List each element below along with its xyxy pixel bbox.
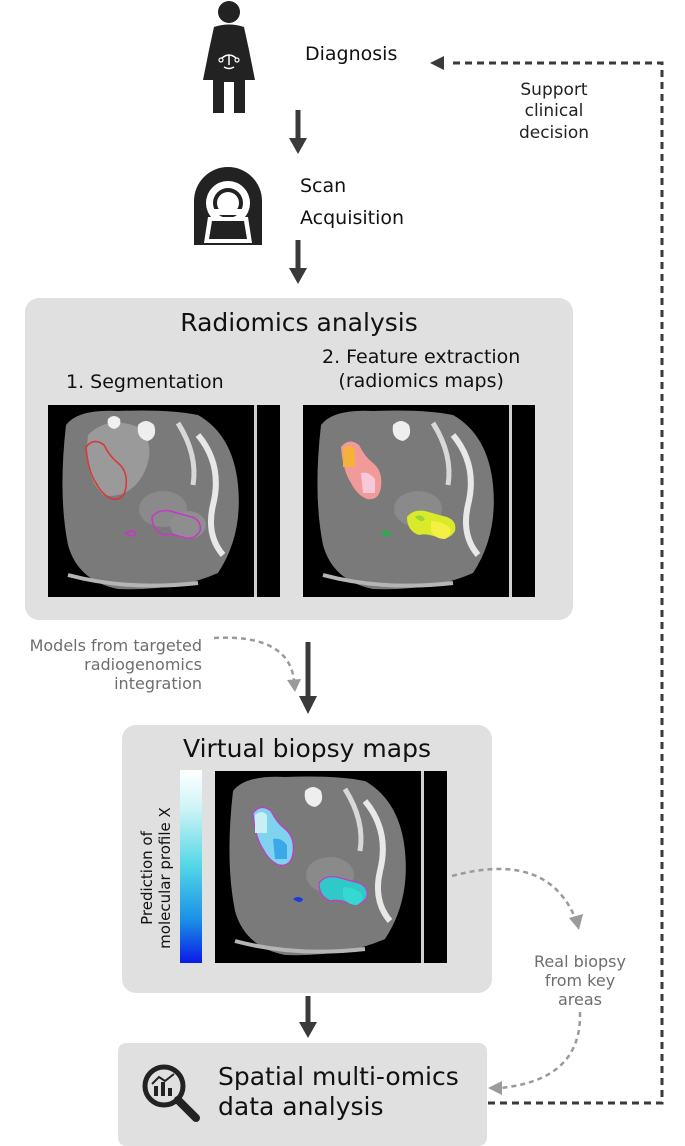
- omics-line1: Spatial multi-omics: [218, 1062, 459, 1091]
- diagnosis-label: Diagnosis: [305, 43, 398, 65]
- models-note-line3: integration: [114, 674, 202, 694]
- multi-omics-label: Spatial multi-omics data analysis: [218, 1062, 459, 1122]
- models-dashed-connector: [210, 630, 320, 700]
- support-line1: Support: [520, 80, 588, 100]
- real-biopsy-note: Real biopsy from key areas: [512, 952, 648, 1010]
- models-note-line2: radiogenomics: [84, 655, 202, 675]
- prediction-colorbar: [180, 770, 202, 963]
- support-note: Support clinical decision: [500, 80, 608, 144]
- colorbar-label-line2: molecular profile X: [156, 807, 175, 949]
- ct-scanner-icon: [190, 165, 266, 247]
- omics-line2: data analysis: [218, 1092, 384, 1121]
- scan-label-line1: Scan: [300, 175, 347, 197]
- feature-extraction-label: 2. Feature extraction (radiomics maps): [322, 346, 520, 394]
- scan-label-line2: Acquisition: [300, 207, 405, 230]
- models-note-line1: Models from targeted: [29, 636, 202, 655]
- down-arrow-icon: [298, 996, 318, 1040]
- real-biopsy-line1: Real biopsy: [534, 952, 626, 971]
- down-arrow-icon: [298, 642, 318, 716]
- real-biopsy-line2: from key: [544, 971, 616, 991]
- feature-label-line1: 2. Feature extraction: [322, 346, 521, 368]
- real-biopsy-line3: areas: [557, 990, 602, 1010]
- down-arrow-icon: [288, 110, 308, 156]
- real-biopsy-dashed-connector: [448, 860, 598, 1100]
- scan-acquisition-label: Scan Acquisition: [300, 170, 404, 235]
- segmentation-label: 1. Segmentation: [66, 371, 224, 393]
- down-arrow-icon: [288, 240, 308, 286]
- virtual-biopsy-ct-image: [215, 771, 447, 963]
- female-patient-icon: [200, 0, 258, 115]
- support-line3: decision: [518, 122, 590, 143]
- colorbar-label-line1: Prediction of: [138, 831, 156, 925]
- virtual-biopsy-title: Virtual biopsy maps: [183, 734, 431, 763]
- radiomics-title: Radiomics analysis: [180, 308, 418, 337]
- colorbar-label: Prediction of molecular profile X: [138, 778, 182, 978]
- magnifier-chart-icon: [140, 1062, 202, 1124]
- segmentation-ct-image: [48, 405, 280, 597]
- support-line2: clinical: [524, 101, 584, 122]
- feature-map-ct-image: [303, 405, 535, 597]
- feature-label-line2: (radiomics maps): [338, 369, 504, 392]
- models-note: Models from targeted radiogenomics integ…: [0, 636, 202, 694]
- support-decision-dashed-loop: [420, 50, 670, 1110]
